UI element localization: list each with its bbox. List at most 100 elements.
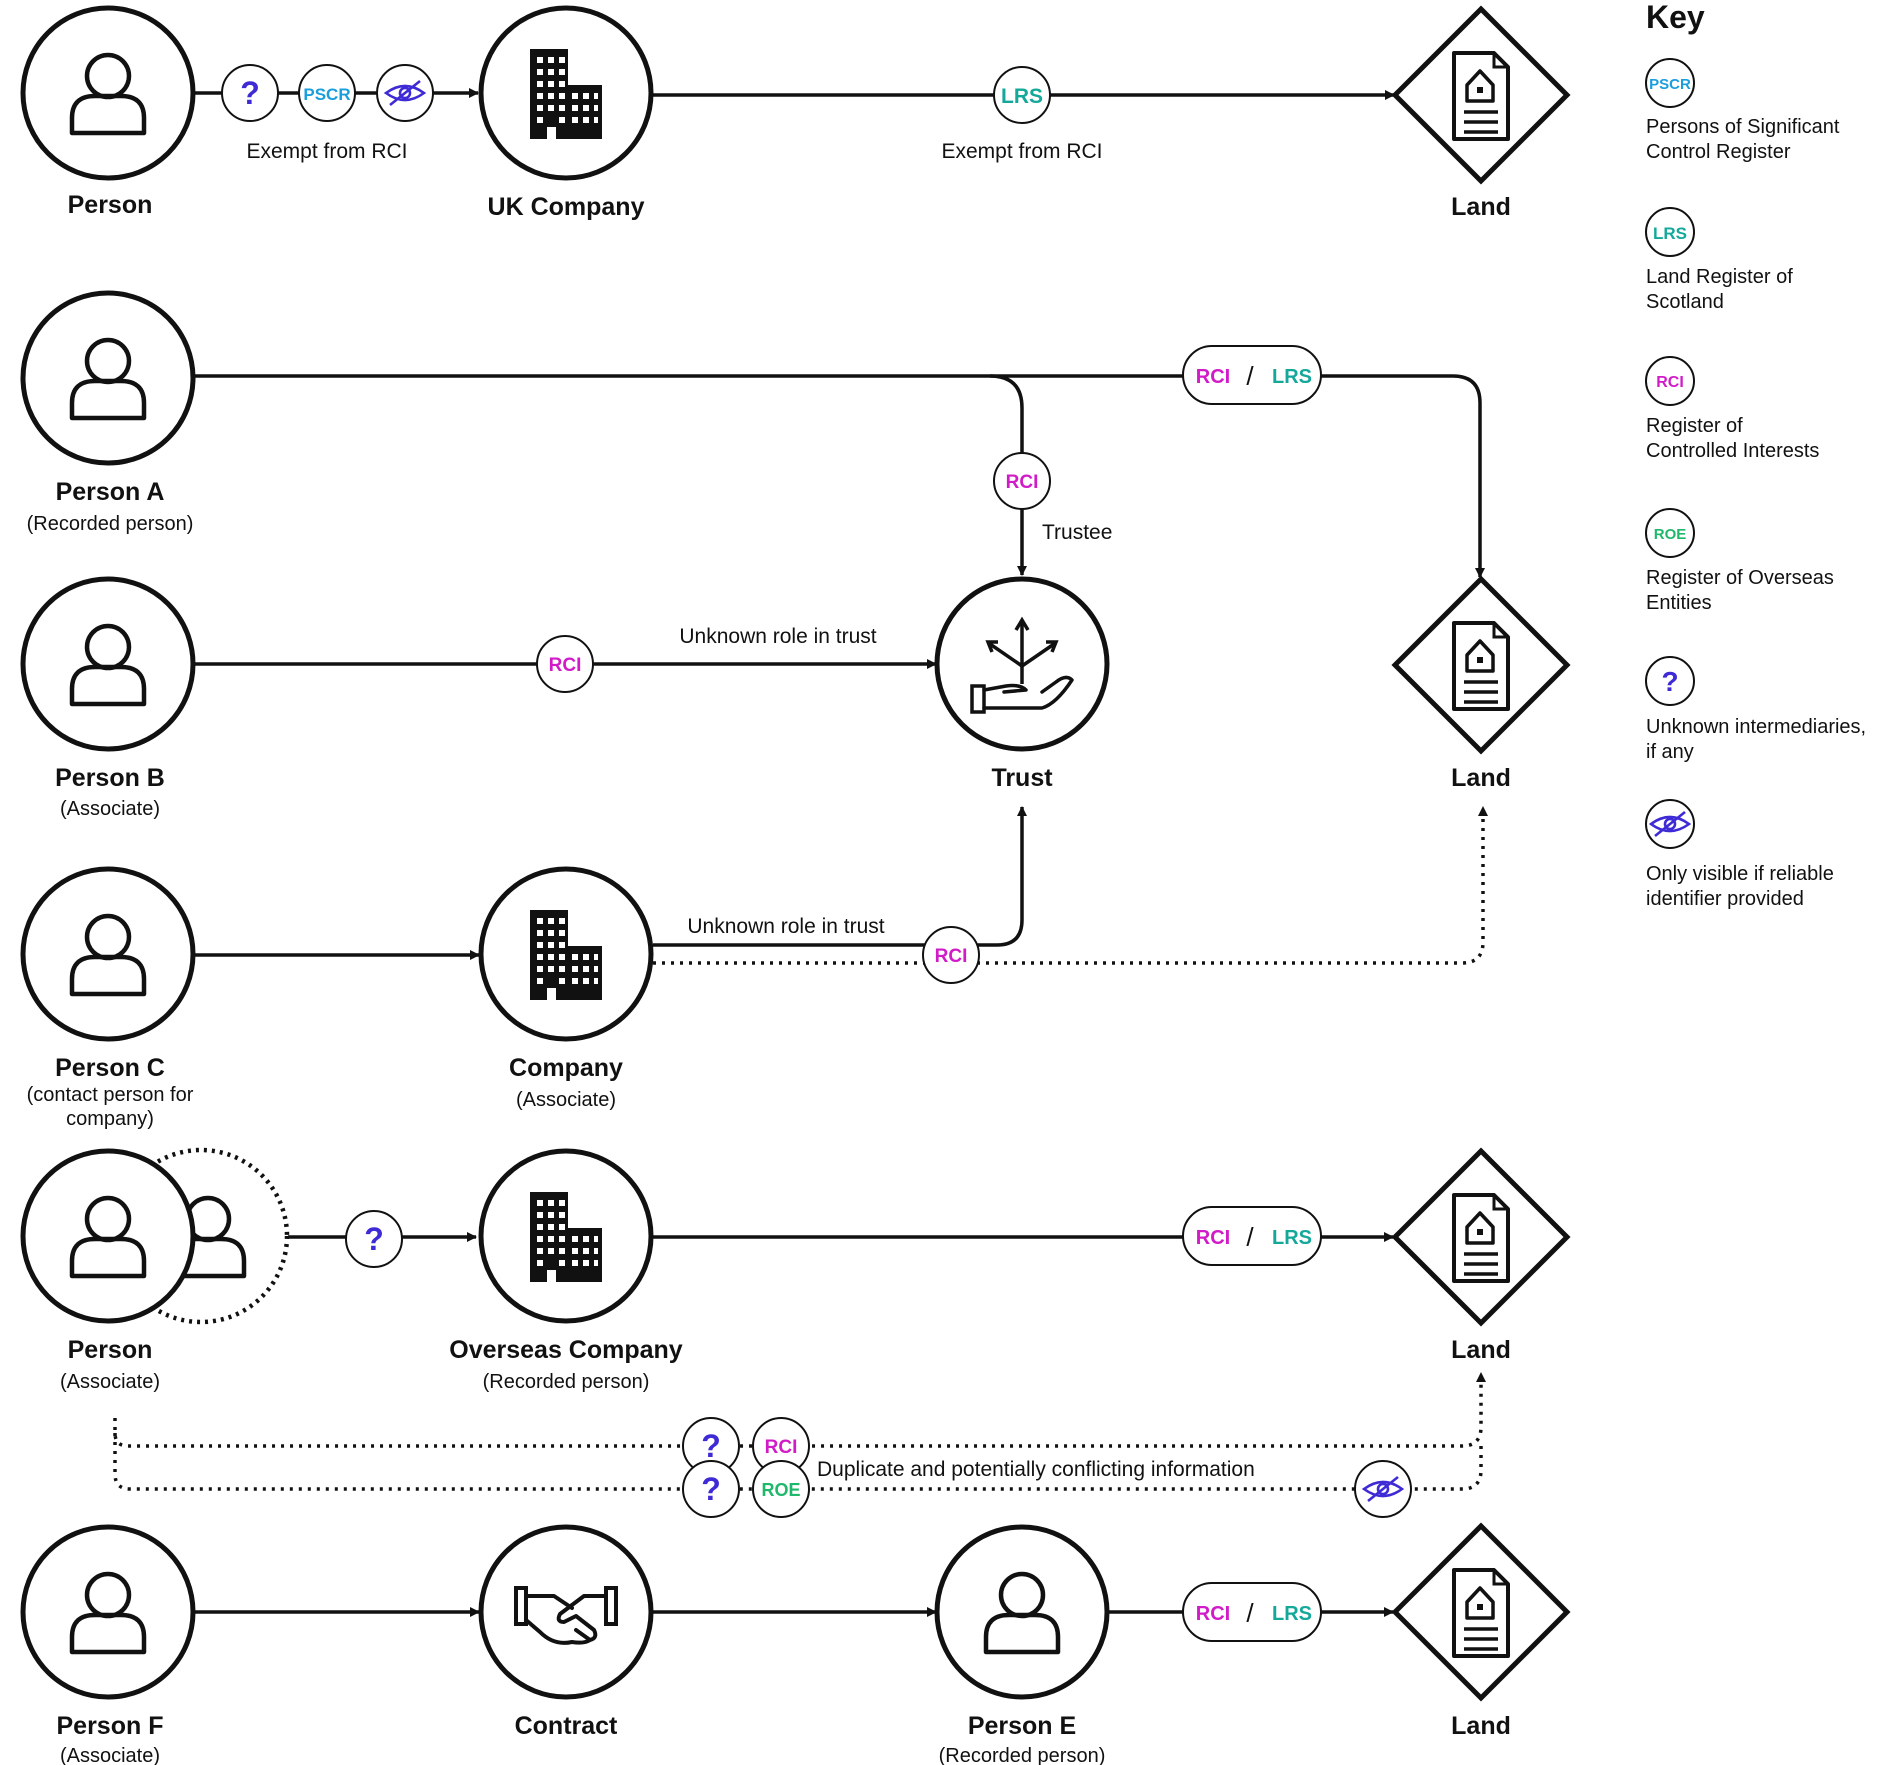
- node-person-f: [20, 1524, 196, 1700]
- edge-persona-to-trust: [989, 374, 1027, 576]
- edge-label-duplicate: Duplicate and potentially conflicting in…: [817, 1458, 1255, 1481]
- label-person-f-role: (Associate): [60, 1745, 160, 1765]
- land-document-icon: [1395, 579, 1567, 751]
- label-land: Land: [1451, 764, 1511, 792]
- svg-text:/: /: [1246, 1222, 1254, 1252]
- node-person-e: [934, 1524, 1110, 1700]
- pscr-badge: PSCR: [298, 64, 356, 122]
- edge-persona-to-land: [193, 374, 1485, 578]
- label-person: Person: [68, 191, 153, 219]
- eye-slash-badge: [1354, 1460, 1412, 1518]
- svg-text:identifier provided: identifier provided: [1646, 888, 1804, 910]
- label-person-a: Person A: [56, 478, 165, 506]
- svg-text:Scotland: Scotland: [1646, 291, 1724, 313]
- node-land-row5: [1395, 1151, 1567, 1323]
- land-document-icon: [1395, 1151, 1567, 1323]
- svg-text:LRS: LRS: [1272, 1227, 1312, 1249]
- svg-text:RCI: RCI: [549, 655, 582, 676]
- svg-text:Controlled Interests: Controlled Interests: [1646, 440, 1819, 462]
- unknown-badge: ?: [682, 1417, 740, 1475]
- eye-slash-badge: [376, 64, 434, 122]
- svg-text:/: /: [1246, 1598, 1254, 1628]
- key-panel: Key PSCR Persons of Significant Control …: [1645, 0, 1866, 910]
- node-land-trust: [1395, 579, 1567, 751]
- node-person-a: [20, 290, 196, 466]
- edge-company-to-land-dotted: [653, 806, 1488, 965]
- land-document-icon: [1395, 1526, 1567, 1698]
- svg-text:PSCR: PSCR: [303, 85, 350, 104]
- svg-text:PSCR: PSCR: [1649, 76, 1691, 93]
- svg-text:if any: if any: [1646, 741, 1694, 763]
- svg-text:?: ?: [364, 1221, 384, 1257]
- node-land-row1: [1395, 9, 1567, 181]
- label-overseas-company: Overseas Company: [449, 1336, 683, 1364]
- svg-text:/: /: [1246, 361, 1254, 391]
- label-person-e-role: (Recorded person): [939, 1745, 1106, 1765]
- unknown-badge: ?: [221, 64, 279, 122]
- svg-text:RCI: RCI: [1006, 472, 1039, 493]
- label-land: Land: [1451, 193, 1511, 221]
- svg-text:Control Register: Control Register: [1646, 141, 1791, 163]
- node-person-associate: [20, 1147, 290, 1325]
- key-item-eye: Only visible if reliable identifier prov…: [1645, 799, 1834, 910]
- edge-label-exempt: Exempt from RCI: [941, 140, 1102, 163]
- label-person-b-role: (Associate): [60, 798, 160, 820]
- svg-text:LRS: LRS: [1653, 224, 1687, 243]
- svg-text:RCI: RCI: [1656, 374, 1684, 391]
- svg-text:Land Register of: Land Register of: [1646, 266, 1793, 288]
- label-person-e: Person E: [968, 1712, 1076, 1740]
- label-person-c: Person C: [55, 1054, 165, 1082]
- svg-text:Unknown intermediaries,: Unknown intermediaries,: [1646, 716, 1866, 738]
- label-land: Land: [1451, 1336, 1511, 1364]
- label-person-b: Person B: [55, 764, 165, 792]
- label-person-c-role-line2: company): [66, 1108, 154, 1130]
- rci-badge: RCI: [922, 926, 980, 984]
- rci-badge: RCI: [993, 452, 1051, 510]
- svg-text:RCI: RCI: [935, 946, 968, 967]
- unknown-badge: ?: [345, 1210, 403, 1268]
- edge-label-unknown-role: Unknown role in trust: [687, 915, 884, 938]
- svg-text:LRS: LRS: [1272, 366, 1312, 388]
- rci-lrs-pill: RCI / LRS: [1182, 1582, 1322, 1642]
- key-item-pscr: PSCR Persons of Significant Control Regi…: [1645, 58, 1840, 163]
- node-overseas-company: [478, 1148, 654, 1324]
- node-company: [478, 866, 654, 1042]
- label-land: Land: [1451, 1712, 1511, 1740]
- rci-badge: RCI: [536, 635, 594, 693]
- node-land-row6: [1395, 1526, 1567, 1698]
- svg-text:?: ?: [701, 1428, 721, 1464]
- unknown-badge: ?: [682, 1460, 740, 1518]
- rci-lrs-pill: RCI / LRS: [1182, 1206, 1322, 1266]
- edge-label-trustee: Trustee: [1042, 521, 1112, 544]
- svg-text:RCI: RCI: [1196, 366, 1230, 388]
- node-person-b: [20, 576, 196, 752]
- edge-label-unknown-role: Unknown role in trust: [679, 625, 876, 648]
- key-title: Key: [1646, 0, 1705, 35]
- label-trust: Trust: [991, 764, 1053, 792]
- key-item-rci: RCI Register of Controlled Interests: [1645, 356, 1819, 462]
- label-person: Person: [68, 1336, 153, 1364]
- svg-text:ROE: ROE: [761, 1480, 800, 1500]
- label-person-c-role-line1: (contact person for: [27, 1084, 194, 1106]
- node-person-row1: [20, 5, 196, 181]
- svg-text:?: ?: [1661, 666, 1678, 697]
- node-uk-company: [478, 5, 654, 181]
- svg-text:ROE: ROE: [1654, 526, 1687, 543]
- svg-text:Register of Overseas: Register of Overseas: [1646, 567, 1834, 589]
- label-company: Company: [509, 1054, 623, 1082]
- label-uk-company: UK Company: [488, 193, 645, 221]
- key-item-unknown: ? Unknown intermediaries, if any: [1645, 656, 1866, 763]
- node-contract: [478, 1524, 654, 1700]
- svg-text:Entities: Entities: [1646, 592, 1712, 614]
- label-person-a-role: (Recorded person): [27, 513, 194, 535]
- svg-text:Register of: Register of: [1646, 415, 1743, 437]
- svg-text:Persons of Significant: Persons of Significant: [1646, 116, 1840, 138]
- land-document-icon: [1395, 9, 1567, 181]
- edge-label-exempt: Exempt from RCI: [246, 140, 407, 163]
- label-person-role: (Associate): [60, 1371, 160, 1393]
- svg-text:LRS: LRS: [1272, 1603, 1312, 1625]
- label-contract: Contract: [515, 1712, 618, 1740]
- svg-text:RCI: RCI: [765, 1437, 798, 1458]
- key-item-lrs: LRS Land Register of Scotland: [1645, 207, 1793, 313]
